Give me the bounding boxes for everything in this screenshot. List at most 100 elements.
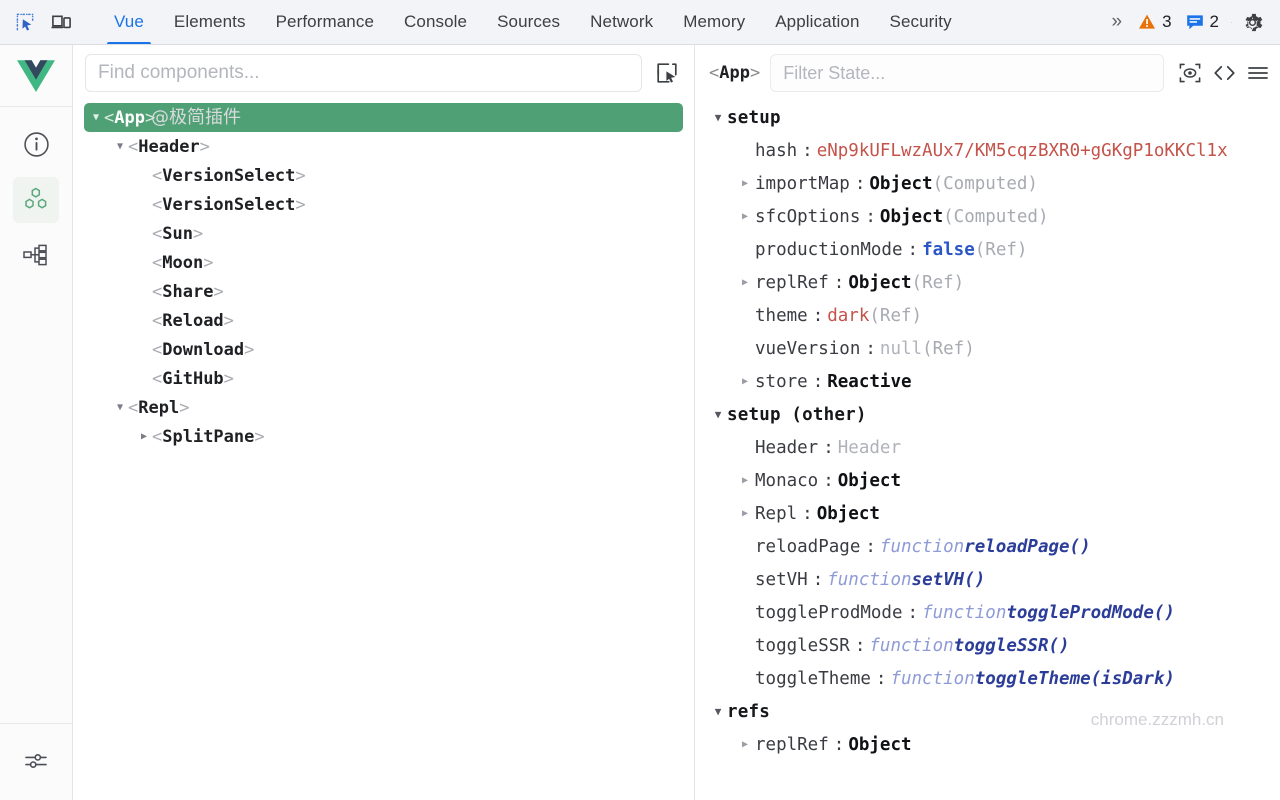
tree-node-repl[interactable]: ▼<Repl> (84, 393, 683, 422)
state-colon: : (829, 273, 849, 293)
state-list[interactable]: ▼setup▶hash:eNp9kUFLwzAUx7/KM5cqzBXR0+gG… (695, 101, 1280, 800)
component-picker-icon[interactable] (650, 56, 684, 90)
filter-state-box[interactable] (770, 54, 1164, 92)
inspect-dom-icon[interactable] (1174, 57, 1206, 89)
bracket-close: > (213, 282, 223, 302)
state-row-Repl[interactable]: ▶Repl:Object (695, 497, 1280, 530)
tab-memory[interactable]: Memory (668, 0, 760, 44)
state-row-replRef[interactable]: ▶replRef:Object(Ref) (695, 266, 1280, 299)
state-row-setVH[interactable]: ▶setVH:function setVH() (695, 563, 1280, 596)
sidebar-item-info[interactable] (13, 121, 59, 167)
chevron-down-icon[interactable]: ▼ (88, 113, 104, 123)
chevron-down-icon[interactable]: ▼ (709, 409, 727, 420)
tree-node-share[interactable]: ▶<Share> (84, 277, 683, 306)
tree-node-versionselect[interactable]: ▶<VersionSelect> (84, 190, 683, 219)
state-row-Monaco[interactable]: ▶Monaco:Object (695, 464, 1280, 497)
tree-node-header[interactable]: ▼<Header> (84, 132, 683, 161)
component-tree[interactable]: ▼<App>▼<Header>▶<VersionSelect>▶<Version… (73, 101, 694, 800)
tab-label: Elements (174, 12, 246, 32)
state-row-Header[interactable]: ▶Header:Header (695, 431, 1280, 464)
open-in-editor-icon[interactable] (1208, 57, 1240, 89)
state-key: importMap (755, 174, 850, 194)
state-row-productionMode[interactable]: ▶productionMode:false(Ref) (695, 233, 1280, 266)
tree-node-reload[interactable]: ▶<Reload> (84, 306, 683, 335)
state-value-part-0: null (880, 339, 922, 359)
state-row-toggleSSR[interactable]: ▶toggleSSR:function toggleSSR() (695, 629, 1280, 662)
more-menu-icon[interactable] (1242, 57, 1274, 89)
tree-node-app[interactable]: ▼<App> (84, 103, 683, 132)
more-tabs-icon[interactable]: » (1101, 11, 1130, 33)
state-row-toggleTheme[interactable]: ▶toggleTheme:function toggleTheme(isDark… (695, 662, 1280, 695)
device-toolbar-icon[interactable] (46, 7, 76, 37)
bracket-open: < (152, 195, 162, 215)
state-row-sfcOptions[interactable]: ▶sfcOptions:Object(Computed) (695, 200, 1280, 233)
tab-sources[interactable]: Sources (482, 0, 575, 44)
tree-node-sun[interactable]: ▶<Sun> (84, 219, 683, 248)
tree-node-splitpane[interactable]: ▶<SplitPane> (84, 422, 683, 451)
devtools-body: @极简插件 ▼<App>▼<Header>▶<VersionSelect>▶<V… (0, 45, 1280, 800)
state-key: Repl (755, 504, 797, 524)
state-value-part-0: Reactive (827, 372, 911, 392)
state-row-store[interactable]: ▶store:Reactive (695, 365, 1280, 398)
tab-vue[interactable]: Vue (99, 0, 159, 44)
tab-console[interactable]: Console (389, 0, 482, 44)
tree-search-row (73, 45, 694, 101)
tab-network[interactable]: Network (575, 0, 668, 44)
chevron-right-icon[interactable]: ▶ (735, 740, 755, 750)
state-colon: : (808, 306, 828, 326)
search-input[interactable] (98, 62, 629, 84)
chevron-right-icon[interactable]: ▶ (735, 179, 755, 189)
tab-performance[interactable]: Performance (261, 0, 389, 44)
gear-icon (1241, 11, 1264, 34)
tree-node-moon[interactable]: ▶<Moon> (84, 248, 683, 277)
tab-security[interactable]: Security (875, 0, 967, 44)
inspect-element-icon[interactable] (10, 7, 40, 37)
tab-label: Memory (683, 12, 745, 32)
state-row-theme[interactable]: ▶theme:dark(Ref) (695, 299, 1280, 332)
state-group-refs[interactable]: ▼refs (695, 695, 1280, 728)
chevron-right-icon[interactable]: ▶ (735, 476, 755, 486)
chevron-right-icon[interactable]: ▶ (735, 377, 755, 387)
state-row-vueVersion[interactable]: ▶vueVersion:null(Ref) (695, 332, 1280, 365)
chevron-down-icon[interactable]: ▼ (709, 706, 727, 717)
state-row-hash[interactable]: ▶hash:eNp9kUFLwzAUx7/KM5cqzBXR0+gGKgP1oK… (695, 134, 1280, 167)
tree-node-download[interactable]: ▶<Download> (84, 335, 683, 364)
chevron-right-icon[interactable]: ▶ (735, 278, 755, 288)
state-row-reloadPage[interactable]: ▶reloadPage:function reloadPage() (695, 530, 1280, 563)
sidebar-item-settings[interactable] (13, 738, 59, 784)
chevron-down-icon[interactable]: ▼ (112, 142, 128, 152)
warning-triangle-icon (1138, 13, 1156, 31)
state-value-part-0: dark (827, 306, 869, 326)
state-key: hash (755, 141, 797, 161)
info-counter[interactable]: 2 (1180, 12, 1225, 32)
tab-application[interactable]: Application (760, 0, 874, 44)
chevron-right-icon[interactable]: ▶ (735, 509, 755, 519)
state-group-setup-other[interactable]: ▼setup (other) (695, 398, 1280, 431)
filter-state-input[interactable] (783, 63, 1151, 84)
tree-node-label: VersionSelect (162, 195, 295, 215)
search-components-box[interactable] (85, 54, 642, 92)
state-colon: : (850, 174, 870, 194)
state-row-importMap[interactable]: ▶importMap:Object(Computed) (695, 167, 1280, 200)
state-key: sfcOptions (755, 207, 860, 227)
sidebar-item-tree[interactable] (13, 233, 59, 279)
state-colon: : (818, 438, 838, 458)
chevron-right-icon[interactable]: ▶ (136, 432, 152, 442)
state-value-part-0: false (922, 240, 975, 260)
warning-counter[interactable]: 3 (1132, 12, 1177, 32)
state-colon: : (850, 636, 870, 656)
state-colon: : (829, 735, 849, 755)
state-group-setup[interactable]: ▼setup (695, 101, 1280, 134)
tree-node-github[interactable]: ▶<GitHub> (84, 364, 683, 393)
state-row-toggleProdMode[interactable]: ▶toggleProdMode:function toggleProdMode(… (695, 596, 1280, 629)
chevron-down-icon[interactable]: ▼ (709, 112, 727, 123)
state-value-part-0: Object (817, 504, 880, 524)
tree-node-label: Reload (162, 311, 223, 331)
chevron-right-icon[interactable]: ▶ (735, 212, 755, 222)
settings-button[interactable] (1227, 11, 1272, 34)
tree-node-versionselect[interactable]: ▶<VersionSelect> (84, 161, 683, 190)
chevron-down-icon[interactable]: ▼ (112, 403, 128, 413)
tab-elements[interactable]: Elements (159, 0, 261, 44)
state-row-replRef[interactable]: ▶replRef:Object (695, 728, 1280, 761)
sidebar-item-components[interactable] (13, 177, 59, 223)
